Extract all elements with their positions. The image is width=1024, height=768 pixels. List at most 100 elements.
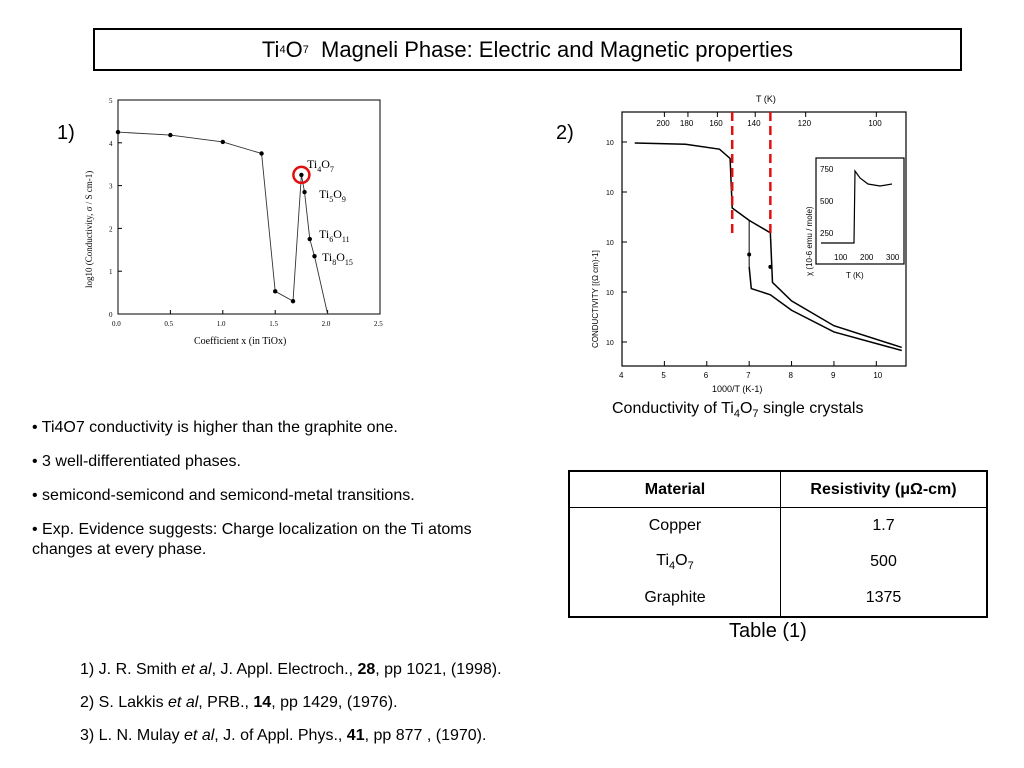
chart1-ytick-label: 3 <box>109 183 113 191</box>
reference-item: 1) J. R. Smith et al, J. Appl. Electroch… <box>80 660 502 680</box>
chart2-marker <box>768 264 773 269</box>
chart1-xtick-label: 2.0 <box>322 320 331 328</box>
caption-text-3: single crystals <box>758 400 864 417</box>
chart1-data-point <box>273 289 278 294</box>
cell-material: Copper <box>568 507 781 544</box>
annotation-ti6o11: Ti6O11 <box>319 227 350 244</box>
caption-sub-1: 4 <box>733 408 740 421</box>
title-text-2: O <box>285 36 303 62</box>
chart1-data-point <box>312 254 317 259</box>
chart2-top-tick-label: 200 <box>656 119 670 128</box>
chart1-xtick-label: 1.5 <box>269 320 278 328</box>
chart2-xtick-label: 5 <box>661 371 666 380</box>
chart1-annotations: Ti4O7 Ti5O9 Ti6O11 Ti8O15 <box>307 157 353 267</box>
material-text: Ti <box>656 551 670 569</box>
chart1-data-point <box>115 129 121 135</box>
cell-value: 1.7 <box>780 507 988 544</box>
chart1-data-point <box>302 189 307 195</box>
header-material: Material <box>568 471 781 508</box>
ref-etal: et al <box>181 661 212 678</box>
table-caption: Table (1) <box>729 620 807 642</box>
figure-label-1: 1) <box>57 122 75 144</box>
ref-text: , pp 1429, (1976). <box>271 694 398 711</box>
references: 1) J. R. Smith et al, J. Appl. Electroch… <box>80 660 502 759</box>
material-text: O <box>675 551 688 569</box>
chart1-ytick-label: 2 <box>109 225 113 233</box>
chart2-low-branch-a <box>748 266 902 352</box>
chart2-xtick-label: 9 <box>831 371 836 380</box>
cell-material: Graphite <box>568 580 781 617</box>
chart1-frame <box>117 99 381 315</box>
chart2-xlabel: 1000/T (K-1) <box>712 384 762 394</box>
chart2-xtick-label: 6 <box>704 371 709 380</box>
inset-frame <box>815 157 905 265</box>
chart1-xlabel: Coefficient x (in TiOx) <box>194 336 286 347</box>
header-resistivity: Resistivity (μΩ-cm) <box>780 471 988 508</box>
chart1-data-point <box>259 151 264 156</box>
chart1-axes <box>117 99 381 315</box>
inset-curve <box>821 169 893 244</box>
chart2-axes <box>621 111 907 367</box>
ref-text: , J. of Appl. Phys., <box>214 727 347 744</box>
chart2-ytick-label: 10 <box>606 240 614 247</box>
ref-text: , J. Appl. Electroch., <box>211 661 358 678</box>
chart2-marker <box>747 252 752 257</box>
chart1-ylabel: log10 (Conductivity, σ / S cm-1) <box>84 171 94 288</box>
chart1-xtick-label: 0.0 <box>112 320 121 328</box>
cell-value: 500 <box>780 544 988 580</box>
chart1-ytick-label: 5 <box>109 97 113 105</box>
chart2-top-tick-label: 180 <box>680 119 694 128</box>
chart1-data <box>115 129 329 315</box>
chart1-data-point <box>220 139 225 145</box>
bullet-item: • Ti4O7 conductivity is higher than the … <box>32 419 398 436</box>
annotation-ti8o15: Ti8O15 <box>322 250 353 267</box>
chart2-top-tick-label: 140 <box>747 119 761 128</box>
chart2-data <box>634 112 902 352</box>
chart2-ylabel: CONDUCTIVITY [(Ω cm)-1] <box>591 250 600 348</box>
table-row: Ti4O7 500 <box>568 544 988 580</box>
figure-label-2: 2) <box>556 122 574 144</box>
material-sub: 4 <box>669 560 676 573</box>
chart1-xtick-label: 1.0 <box>217 320 226 328</box>
chart2-ytick-label: 10 <box>606 190 614 197</box>
ref-etal: et al <box>168 694 199 711</box>
ref-text: 3) L. N. Mulay <box>80 727 185 744</box>
resistivity-table: Material Resistivity (μΩ-cm) Copper 1.7 … <box>568 470 988 618</box>
chart2-ytick-label: 10 <box>606 290 614 297</box>
inset-xlabel: T (K) <box>846 271 864 280</box>
title-text-1: Ti <box>261 36 280 62</box>
ref-volume: 41 <box>346 727 365 744</box>
bullet-item: • semicond-semicond and semicond-metal t… <box>32 487 415 504</box>
chart2-xtick-label: 7 <box>746 371 751 380</box>
caption-text-1: Conductivity of Ti <box>612 400 734 417</box>
chart2-ytick-label: 10 <box>606 340 614 347</box>
chart2-frame <box>621 111 907 367</box>
ref-text: , PRB., <box>198 694 254 711</box>
chart1-xtick-label: 0.5 <box>164 320 173 328</box>
chart1-series-line <box>117 131 329 315</box>
bullet-item: • Exp. Evidence suggests: Charge localiz… <box>32 521 472 558</box>
title-sub-2: 7 <box>302 43 309 56</box>
ref-volume: 14 <box>253 694 272 711</box>
chart1-data-point <box>290 298 296 304</box>
ref-text: , pp 1021, (1998). <box>375 661 502 678</box>
chart2-high-branch <box>634 142 771 234</box>
chart2-top-tick-label: 100 <box>868 119 882 128</box>
chart1-data-point <box>299 172 304 178</box>
chart1-ytick-label: 4 <box>109 140 113 148</box>
chart2-xtick-label: 10 <box>873 371 882 380</box>
chart1-xtick-label: 2.5 <box>374 320 383 328</box>
caption-sub-2: 7 <box>752 408 759 421</box>
cell-material: Ti4O7 <box>568 544 781 580</box>
bullet-list: • Ti4O7 conductivity is higher than the … <box>32 418 532 574</box>
material-sub: 7 <box>687 560 694 573</box>
ref-text: 1) J. R. Smith <box>80 661 182 678</box>
reference-item: 3) L. N. Mulay et al, J. of Appl. Phys.,… <box>80 726 502 746</box>
ref-volume: 28 <box>357 661 376 678</box>
inset-ylabel: χ (10-6 emu / mole) <box>805 206 814 276</box>
annotation-ti4o7: Ti4O7 <box>307 157 334 174</box>
